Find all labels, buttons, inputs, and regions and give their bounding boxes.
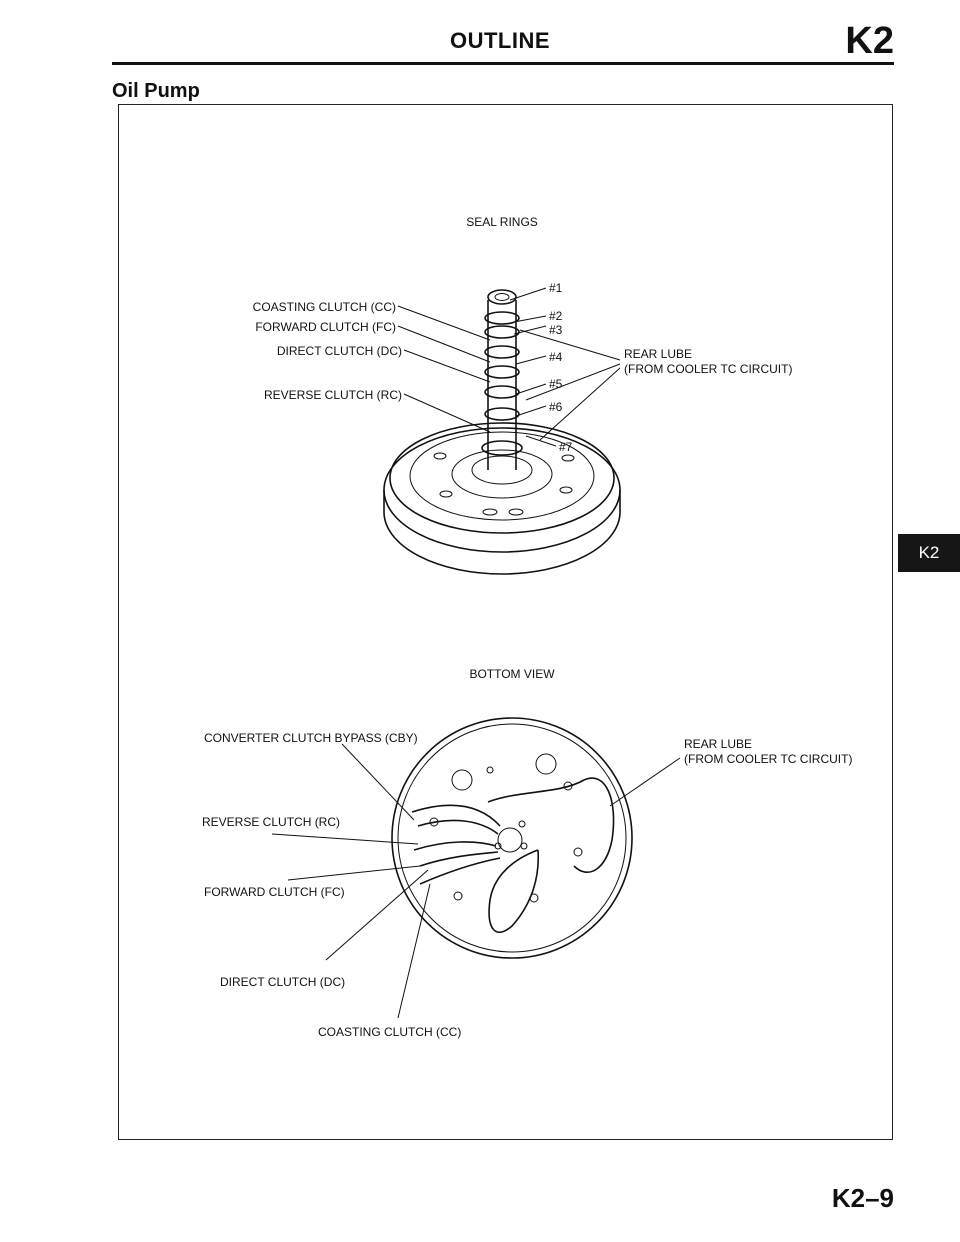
label-ring-7: #7 (559, 440, 573, 454)
seal-rings-caption: SEAL RINGS (466, 215, 538, 229)
label-coasting-clutch-bottom: COASTING CLUTCH (CC) (318, 1025, 461, 1039)
label-ring-2: #2 (549, 309, 563, 323)
label-ring-6: #6 (549, 400, 563, 414)
label-rear-lube-bottom-source: (FROM COOLER TC CIRCUIT) (684, 752, 852, 766)
label-rear-lube-top: REAR LUBE (624, 347, 692, 361)
label-ring-5: #5 (549, 377, 563, 391)
bottom-view-caption: BOTTOM VIEW (469, 667, 555, 681)
pump-bottom-view-illustration (391, 717, 633, 959)
page-number: K2–9 (831, 1183, 894, 1213)
figure-frame (118, 104, 893, 1140)
oil-pump-illustration (383, 289, 621, 575)
side-tab-k2[interactable]: K2 (898, 534, 960, 572)
seal-ring-leader-lines (397, 287, 621, 447)
section-title: Oil Pump (112, 80, 200, 102)
label-reverse-clutch-bottom: REVERSE CLUTCH (RC) (202, 815, 340, 829)
label-direct-clutch-bottom: DIRECT CLUTCH (DC) (220, 975, 345, 989)
label-converter-clutch-bypass: CONVERTER CLUTCH BYPASS (CBY) (204, 731, 418, 745)
label-direct-clutch: DIRECT CLUTCH (DC) (277, 344, 402, 358)
label-ring-4: #4 (549, 350, 563, 364)
label-ring-3: #3 (549, 323, 563, 337)
label-rear-lube-bottom: REAR LUBE (684, 737, 752, 751)
header-section-code: K2 (845, 20, 894, 62)
label-ring-1: #1 (549, 281, 563, 295)
header-title: OUTLINE (449, 28, 551, 53)
header-rule (112, 62, 894, 65)
label-forward-clutch: FORWARD CLUTCH (FC) (255, 320, 396, 334)
label-forward-clutch-bottom: FORWARD CLUTCH (FC) (204, 885, 345, 899)
label-coasting-clutch: COASTING CLUTCH (CC) (253, 300, 396, 314)
label-reverse-clutch: REVERSE CLUTCH (RC) (264, 388, 402, 402)
bottom-view-leader-lines (271, 743, 681, 1019)
label-rear-lube-top-source: (FROM COOLER TC CIRCUIT) (624, 362, 792, 376)
